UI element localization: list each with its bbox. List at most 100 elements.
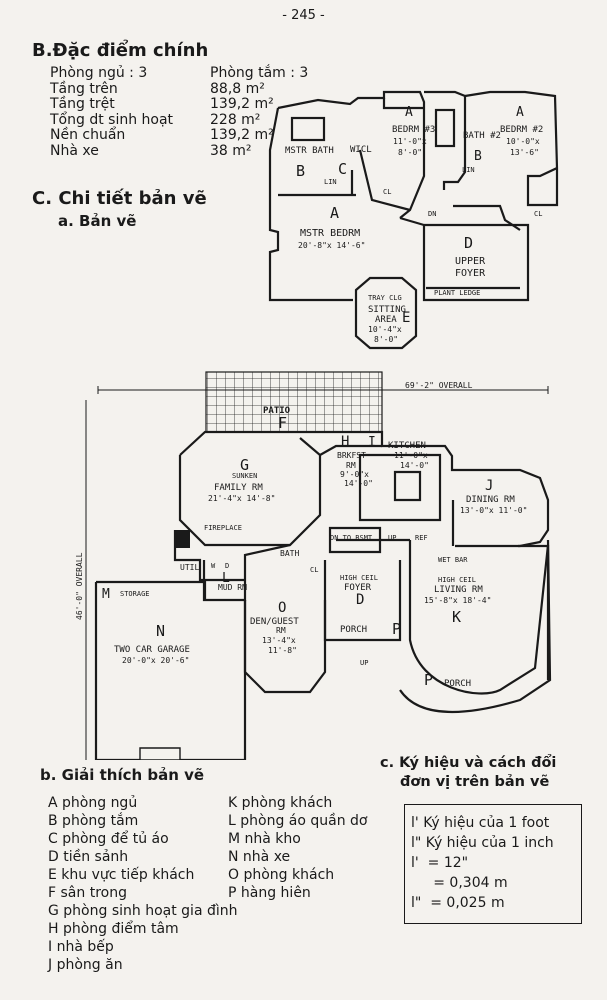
symbols-title-line2: đơn vị trên bản vẽ bbox=[400, 774, 550, 790]
label-fireplace: FIREPLACE bbox=[204, 524, 242, 532]
legend-item: J phòng ăn bbox=[48, 957, 123, 973]
label-d: D bbox=[464, 234, 473, 252]
label-a3: A bbox=[330, 204, 339, 222]
label-porch2: PORCH bbox=[444, 679, 471, 689]
label-i: I bbox=[368, 435, 376, 450]
floor-plan-drawing: MSTR BATH B C WICL LIN A BEDRM #3 11'-0"… bbox=[75, 90, 559, 760]
spec-label: Tổng dt sinh hoạt bbox=[50, 111, 174, 128]
legend-title: b. Giải thích bản vẽ bbox=[40, 766, 205, 784]
label-sitting-size2: 8'-0" bbox=[374, 335, 398, 344]
label-brkfst-size1: 9'-0"x bbox=[340, 470, 369, 479]
section-c-title: C. Chi tiết bản vẽ bbox=[32, 188, 207, 209]
label-w: W bbox=[211, 562, 216, 570]
label-dn: DN bbox=[428, 210, 436, 218]
legend-item: C phòng để tủ áo bbox=[48, 831, 169, 847]
label-k: K bbox=[452, 608, 461, 626]
label-bedrm3-size1: 11'-0"x bbox=[393, 137, 427, 146]
legend-item: N nhà xe bbox=[228, 849, 291, 865]
label-f: F bbox=[278, 414, 287, 432]
symbol-line: l" Ký hiệu của 1 inch bbox=[411, 835, 554, 851]
label-living-size: 15'-8"x 18'-4" bbox=[424, 596, 491, 605]
label-util: UTIL bbox=[180, 563, 199, 572]
label-mstr-bedrm: MSTR BEDRM bbox=[300, 228, 360, 239]
spec-value: 139,2 m² bbox=[210, 96, 274, 112]
symbol-line: l" = 0,025 m bbox=[411, 895, 505, 911]
legend-item: F sân trong bbox=[48, 885, 127, 901]
overall-dimension-lines bbox=[85, 386, 549, 760]
label-bath2: BATH #2 bbox=[463, 131, 501, 141]
symbol-line: = 0,304 m bbox=[411, 875, 508, 891]
spec-value: Phòng tắm : 3 bbox=[210, 65, 309, 81]
label-cl: CL bbox=[310, 566, 318, 574]
label-brkfst-rm: RM bbox=[346, 461, 356, 470]
label-kitchen-size1: 11'-0"x bbox=[394, 451, 428, 460]
spec-label: Nhà xe bbox=[50, 142, 99, 159]
label-overall-h: 46'-0" OVERALL bbox=[75, 552, 84, 620]
label-n: N bbox=[156, 622, 165, 640]
label-sitting-size1: 10'-4"x bbox=[368, 325, 402, 334]
label-brkfst-size2: 14'-0" bbox=[344, 479, 373, 488]
spec-row: Tổng dt sinh hoạt 228 m² bbox=[50, 111, 308, 129]
label-high-ceil-foyer: HIGH CEIL bbox=[340, 574, 378, 582]
spec-value: 38 m² bbox=[210, 142, 252, 159]
symbol-line: l' Ký hiệu của 1 foot bbox=[411, 815, 550, 831]
legend-item: I nhà bếp bbox=[48, 939, 114, 955]
symbols-title-line1: c. Ký hiệu và cách đổi bbox=[380, 755, 557, 771]
label-dining-size: 13'-0"x 11'-0" bbox=[460, 506, 527, 515]
label-dining-rm: DINING RM bbox=[466, 495, 515, 505]
legend-right-list: K phòng khách L phòng áo quần dơ M nhà k… bbox=[228, 794, 368, 902]
garage-door-opening bbox=[139, 747, 181, 760]
label-bedrm2: BEDRM #2 bbox=[500, 125, 543, 135]
label-d-small: D bbox=[225, 562, 229, 570]
label-garage: TWO CAR GARAGE bbox=[114, 645, 190, 655]
label-family-rm: FAMILY RM bbox=[214, 483, 263, 493]
label-mstr-size: 20'-8"x 14'-6" bbox=[298, 241, 365, 250]
spec-value: 88,8 m² bbox=[210, 80, 265, 97]
label-g: G bbox=[240, 456, 249, 474]
spec-row: Tầng trên 88,8 m² bbox=[50, 80, 308, 98]
label-bath: BATH bbox=[280, 549, 299, 558]
upper-floor-labels: MSTR BATH B C WICL LIN A BEDRM #3 11'-0"… bbox=[285, 105, 543, 344]
label-den-size1: 13'-4"x bbox=[262, 636, 296, 645]
label-storage: STORAGE bbox=[120, 590, 150, 598]
label-upper-foyer-1: UPPER bbox=[455, 256, 486, 267]
spec-value: 139,2 m² bbox=[210, 127, 274, 143]
label-wet-bar: WET BAR bbox=[438, 556, 468, 564]
main-floor-labels: 69'-2" OVERALL 46'-0" OVERALL PATIO F H … bbox=[75, 381, 527, 689]
legend-item: H phòng điểm tâm bbox=[48, 921, 179, 937]
label-p1: P bbox=[392, 620, 401, 638]
patio-grid bbox=[205, 371, 383, 433]
label-d-foyer: D bbox=[356, 592, 364, 608]
label-e: E bbox=[402, 310, 410, 326]
section-b-title: B.Đặc điểm chính bbox=[32, 40, 209, 61]
label-sitting: SITTING bbox=[368, 305, 406, 315]
label-bedrm2-size1: 10'-0"x bbox=[506, 137, 540, 146]
spec-label: Tầng trệt bbox=[50, 96, 115, 112]
label-b: B bbox=[296, 162, 305, 180]
label-garage-size: 20'-0"x 20'-6" bbox=[122, 656, 189, 665]
label-bedrm3-size2: 8'-0" bbox=[398, 148, 422, 157]
label-h: H bbox=[341, 434, 349, 450]
label-o: O bbox=[278, 600, 286, 616]
label-area: AREA bbox=[375, 315, 397, 325]
upper-floor-walls bbox=[268, 90, 559, 350]
label-bedrm3: BEDRM #3 bbox=[392, 125, 435, 135]
legend-item: E khu vực tiếp khách bbox=[48, 867, 195, 883]
label-plant-ledge: PLANT LEDGE bbox=[434, 289, 480, 297]
label-den-rm: RM bbox=[276, 626, 286, 635]
spec-label: Tầng trên bbox=[50, 80, 118, 97]
label-c: C bbox=[338, 160, 347, 178]
spec-value: 228 m² bbox=[210, 111, 261, 128]
main-floor-walls bbox=[94, 430, 552, 760]
label-foyer: FOYER bbox=[344, 583, 372, 593]
label-up: UP bbox=[388, 534, 396, 542]
legend-left-list: A phòng ngủ B phòng tắm C phòng để tủ áo… bbox=[48, 794, 238, 974]
label-cl1: CL bbox=[383, 188, 391, 196]
legend-item: B phòng tắm bbox=[48, 813, 139, 829]
label-mstr-bath: MSTR BATH bbox=[285, 146, 334, 156]
symbol-line: l' = 12" bbox=[411, 855, 469, 871]
legend-item: M nhà kho bbox=[228, 831, 301, 847]
legend-item: L phòng áo quần dơ bbox=[228, 813, 368, 829]
